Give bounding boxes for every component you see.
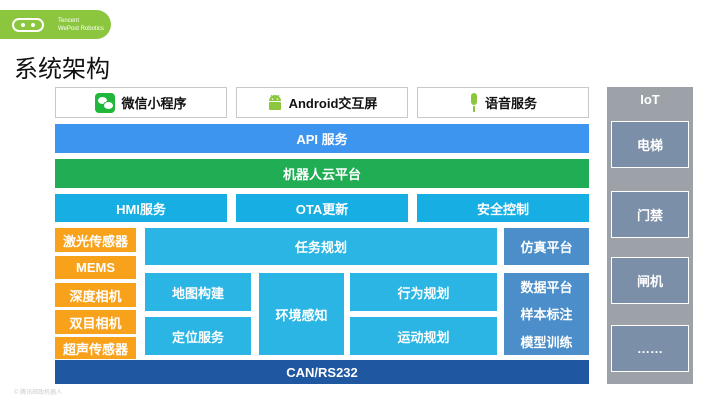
mems-sensor-box: MEMS xyxy=(55,256,136,279)
ota-update-box: OTA更新 xyxy=(236,194,408,222)
motion-planning-box: 运动规划 xyxy=(350,317,497,355)
voice-service-label: 语音服务 xyxy=(484,96,537,111)
perception-box: 环境感知 xyxy=(259,273,344,355)
model-training-label: 模型训练 xyxy=(520,334,573,350)
android-screen-box: Android交互屏 xyxy=(236,87,408,118)
iot-elevator-box: 电梯 xyxy=(611,121,689,168)
iot-access-control-box: 门禁 xyxy=(611,191,689,238)
iot-gate-box: 闸机 xyxy=(611,257,689,304)
logo-line1: Tencent xyxy=(58,18,80,24)
map-building-box: 地图构建 xyxy=(145,273,251,311)
safety-control-box: 安全控制 xyxy=(417,194,589,222)
sample-labeling-label: 样本标注 xyxy=(520,307,573,323)
voice-service-box: 语音服务 xyxy=(417,87,589,118)
page-title: 系统架构 xyxy=(14,55,110,83)
localization-box: 定位服务 xyxy=(145,317,251,355)
data-platform-box: 数据平台 样本标注 模型训练 xyxy=(504,273,589,355)
wechat-icon xyxy=(95,92,116,113)
brand-logo: Tencent WePost Robotics xyxy=(0,10,111,39)
stereo-camera-box: 双目相机 xyxy=(55,310,136,334)
logo-text: Tencent WePost Robotics xyxy=(58,17,104,33)
iot-more-box: …… xyxy=(611,325,689,372)
robot-cloud-layer: 机器人云平台 xyxy=(55,159,589,188)
simulation-platform-box: 仿真平台 xyxy=(504,228,589,265)
wechat-miniprogram-label: 微信小程序 xyxy=(121,96,187,111)
hmi-service-box: HMI服务 xyxy=(55,194,227,222)
can-bus-layer: CAN/RS232 xyxy=(55,360,589,384)
iot-title: IoT xyxy=(640,91,660,107)
ultrasonic-sensor-box: 超声传感器 xyxy=(55,337,136,359)
logo-line2: WePost Robotics xyxy=(58,26,104,32)
android-icon xyxy=(268,94,281,110)
data-platform-label: 数据平台 xyxy=(520,280,573,296)
robot-face-icon xyxy=(12,18,44,32)
lidar-sensor-box: 激光传感器 xyxy=(55,228,136,252)
api-service-layer: API 服务 xyxy=(55,124,589,153)
behavior-planning-box: 行为规划 xyxy=(350,273,497,311)
iot-column: IoT 电梯 门禁 闸机 …… xyxy=(607,87,693,384)
footer-copyright: © 腾讯邮政机器人 xyxy=(14,390,63,396)
task-planning-box: 任务规划 xyxy=(145,228,497,265)
microphone-icon xyxy=(469,92,479,113)
wechat-miniprogram-box: 微信小程序 xyxy=(55,87,227,118)
depth-camera-box: 深度相机 xyxy=(55,283,136,307)
android-screen-label: Android交互屏 xyxy=(288,96,378,111)
